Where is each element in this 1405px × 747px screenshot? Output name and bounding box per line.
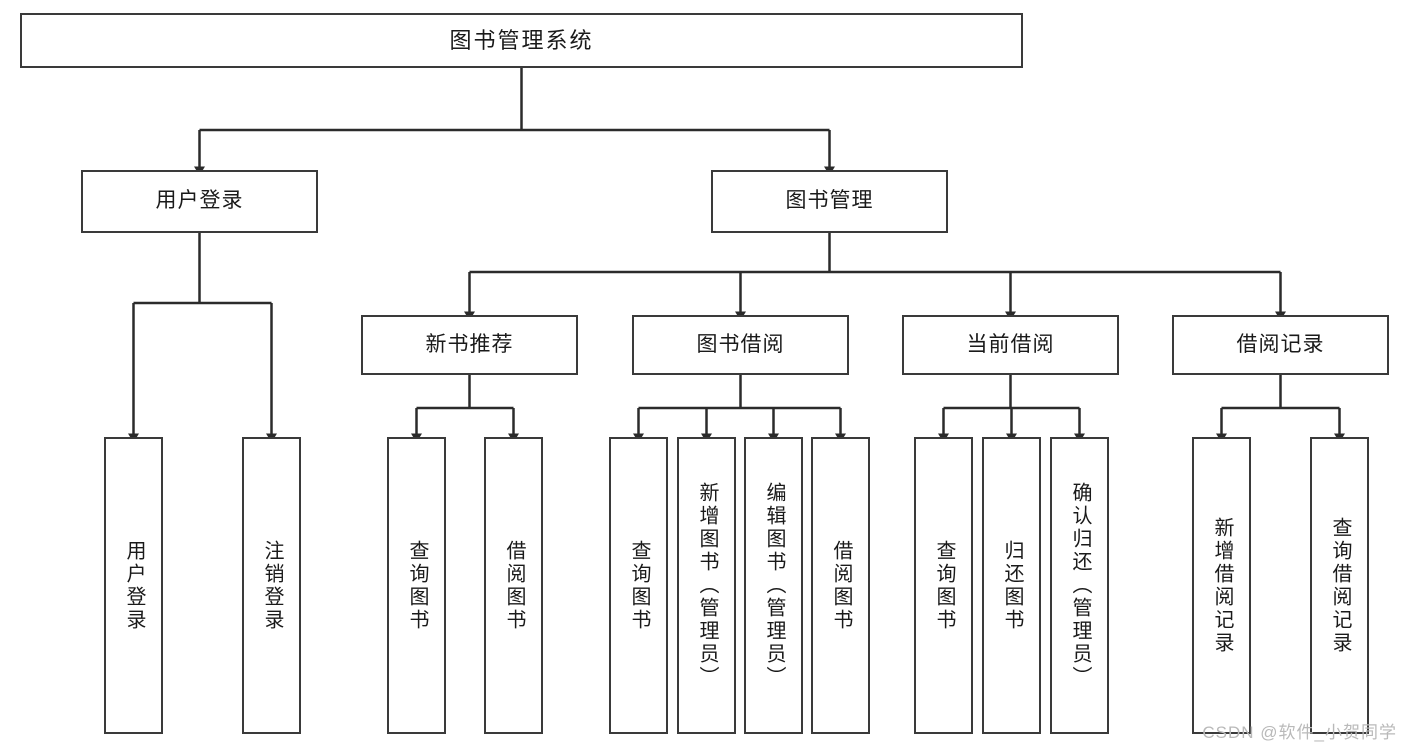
node-leaf-cur-2[interactable]: 归还图书 (982, 437, 1041, 734)
node-leaf-rec-2[interactable]: 查询借阅记录 (1310, 437, 1369, 734)
node-label: 归还图书 (1001, 539, 1023, 632)
node-leaf-cur-1[interactable]: 查询图书 (914, 437, 973, 734)
node-leaf-cur-3[interactable]: 确认归还（管理员） (1050, 437, 1109, 734)
node-label: 查询图书 (933, 539, 955, 632)
node-label: 图书管理 (785, 189, 874, 213)
node-label: 编辑图书（管理员） (763, 482, 785, 689)
node-label: 确认归还（管理员） (1069, 482, 1091, 689)
node-leaf-bor-1[interactable]: 查询图书 (609, 437, 668, 734)
node-leaf-bor-3[interactable]: 编辑图书（管理员） (744, 437, 803, 734)
node-label: 新增借阅记录 (1211, 516, 1233, 655)
node-label: 图书管理系统 (449, 27, 594, 53)
node-label: 借阅记录 (1236, 332, 1325, 356)
node-l2a[interactable]: 用户登录 (81, 170, 318, 233)
node-leaf-bor-4[interactable]: 借阅图书 (811, 437, 870, 734)
node-leaf-new-1[interactable]: 查询图书 (387, 437, 446, 734)
node-leaf-user-2[interactable]: 注销登录 (242, 437, 301, 734)
node-label: 用户登录 (155, 189, 244, 213)
node-label: 查询图书 (628, 539, 650, 632)
node-label: 注销登录 (261, 539, 283, 632)
node-leaf-user-1[interactable]: 用户登录 (104, 437, 163, 734)
node-leaf-new-2[interactable]: 借阅图书 (484, 437, 543, 734)
node-root[interactable]: 图书管理系统 (20, 13, 1023, 68)
node-label: 借阅图书 (830, 539, 852, 632)
node-leaf-bor-2[interactable]: 新增图书（管理员） (677, 437, 736, 734)
node-l3a[interactable]: 新书推荐 (361, 315, 578, 375)
edge-paths (128, 68, 1345, 443)
node-label: 图书借阅 (696, 332, 785, 356)
node-leaf-rec-1[interactable]: 新增借阅记录 (1192, 437, 1251, 734)
node-label: 新增图书（管理员） (696, 482, 718, 689)
node-label: 查询借阅记录 (1329, 516, 1351, 655)
node-label: 当前借阅 (966, 332, 1055, 356)
node-l2b[interactable]: 图书管理 (711, 170, 948, 233)
node-label: 新书推荐 (425, 332, 514, 356)
node-label: 借阅图书 (503, 539, 525, 632)
node-label: 查询图书 (406, 539, 428, 632)
node-l3d[interactable]: 借阅记录 (1172, 315, 1389, 375)
node-l3b[interactable]: 图书借阅 (632, 315, 849, 375)
node-label: 用户登录 (123, 539, 145, 632)
node-l3c[interactable]: 当前借阅 (902, 315, 1119, 375)
